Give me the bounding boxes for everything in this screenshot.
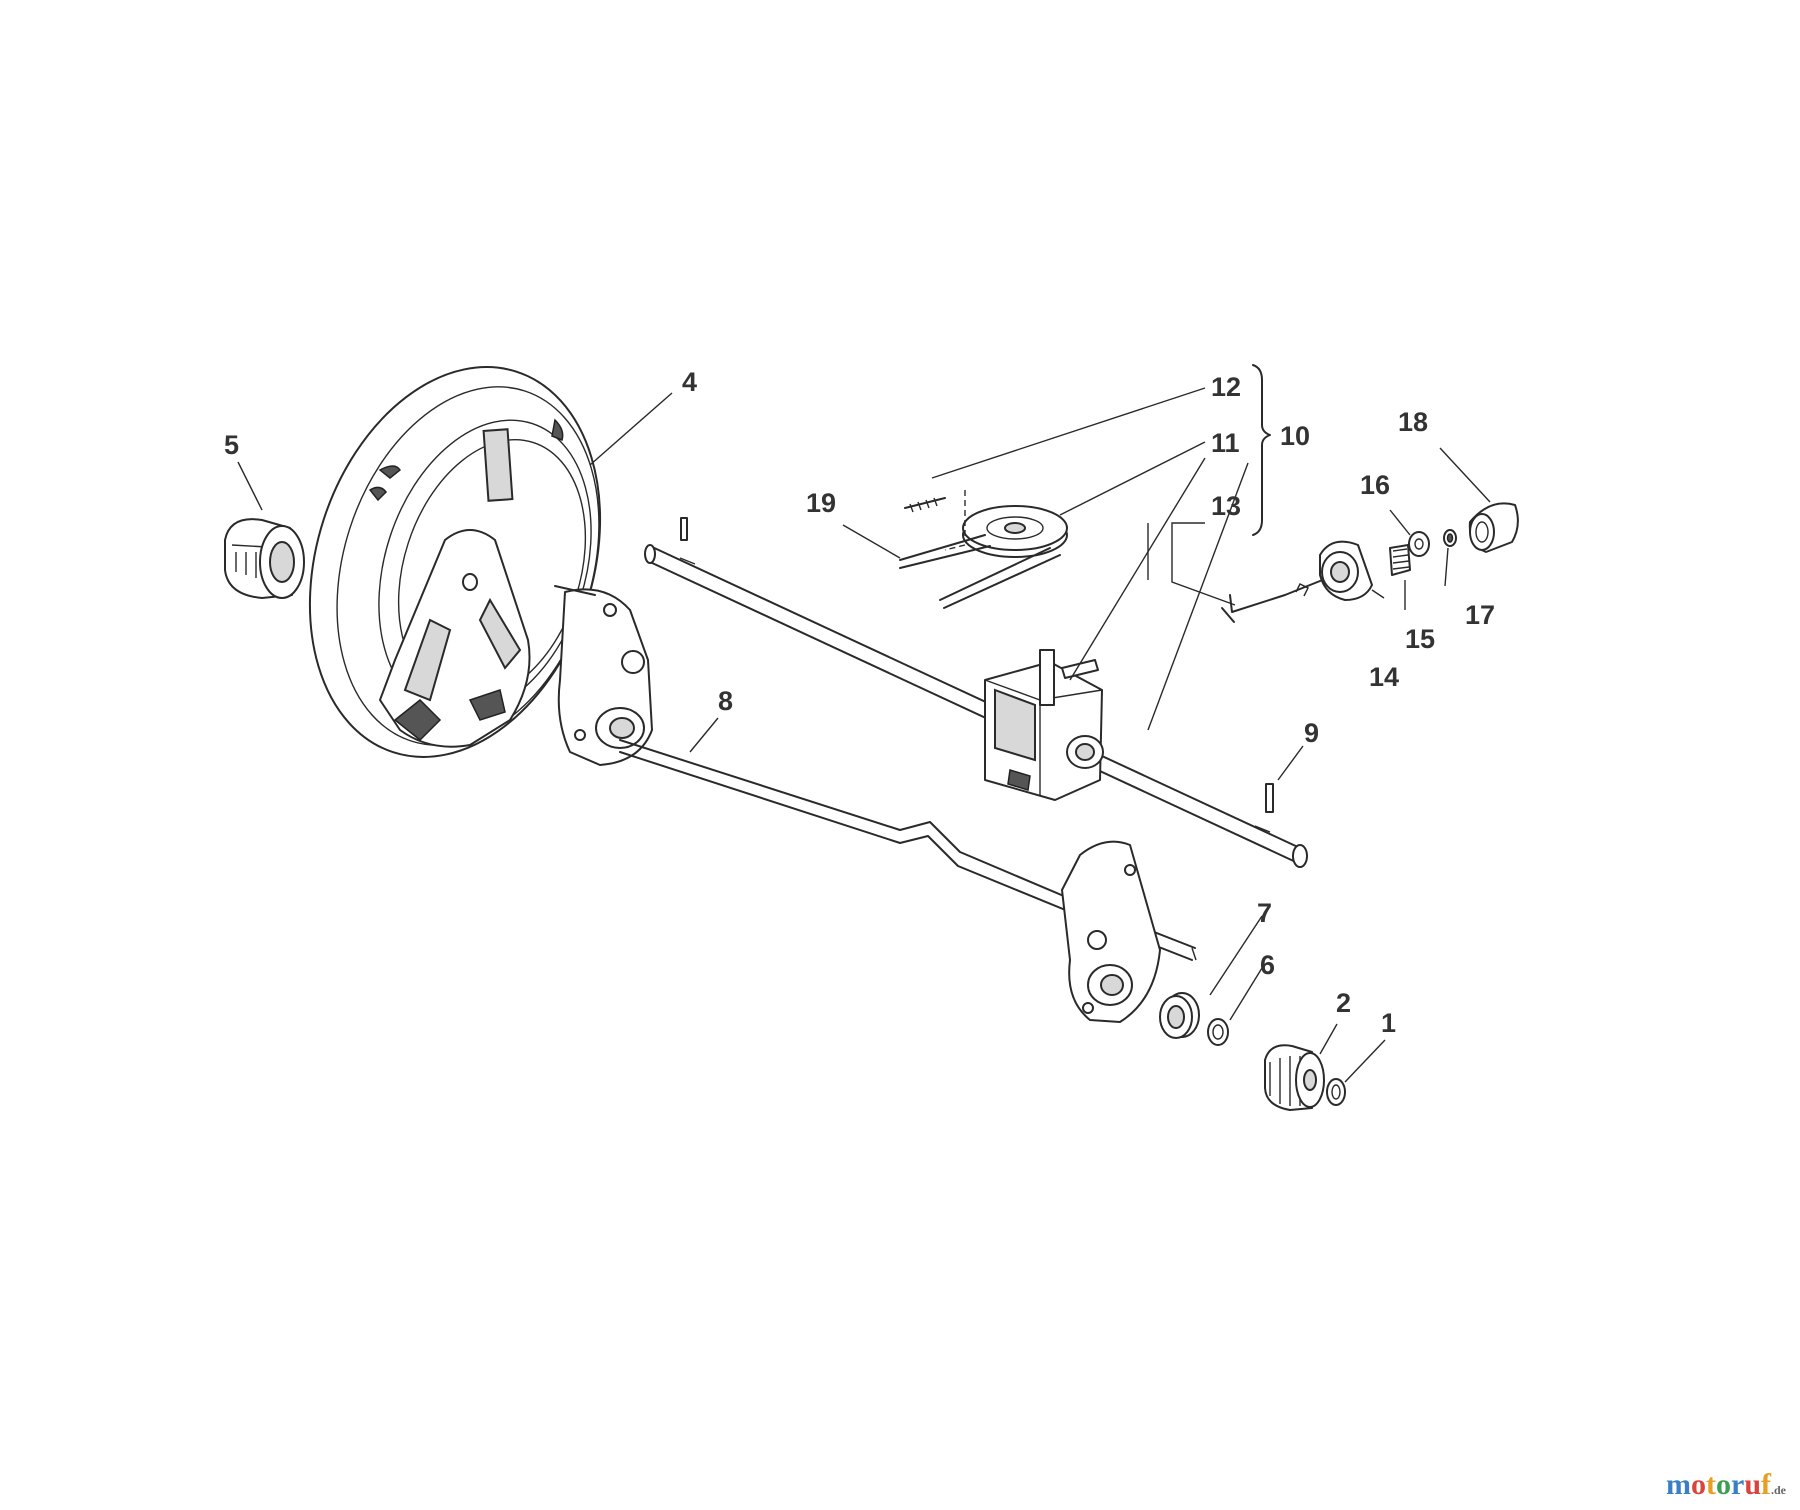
callout-4: 4 [682,367,697,397]
washer-part-6 [1207,1018,1229,1046]
rod-part-13 [1221,574,1336,623]
key-part-9 [1265,783,1274,813]
right-bracket [1061,840,1161,1023]
watermark-letter: u [1744,1468,1761,1501]
callout-5: 5 [224,430,239,460]
nut-part-17 [1443,529,1457,547]
left-bracket [554,585,653,766]
callout-7: 7 [1257,898,1272,928]
watermark-suffix: .de [1771,1483,1786,1497]
watermark-logo: motoruf.de [1666,1468,1786,1502]
callout-11: 11 [1211,428,1240,458]
watermark-letter: o [1690,1468,1706,1501]
wheel-part-4 [308,366,602,758]
pinion-gear-part-2 [1264,1044,1325,1111]
callout-9: 9 [1304,718,1319,748]
callout-8: 8 [718,686,733,716]
callout-labels: 1 2 4 5 6 7 8 9 10 11 12 13 14 15 16 17 … [224,367,1495,1038]
callout-2: 2 [1336,988,1351,1018]
callout-18: 18 [1398,407,1428,437]
callout-6: 6 [1260,950,1275,980]
callout-10: 10 [1280,421,1310,451]
leader-lines [237,387,1491,1083]
watermark-letter: o [1715,1468,1731,1501]
cap-part-18 [1468,502,1519,553]
belt-part-19 [899,490,1061,609]
spring-part-15 [1389,544,1411,576]
callout-16: 16 [1360,470,1390,500]
callout-12: 12 [1211,372,1241,402]
spring-part-12 [904,497,946,513]
group-brace-10 [1252,364,1271,536]
watermark-letter: t [1705,1468,1716,1501]
watermark-letter: r [1730,1468,1745,1501]
callout-14: 14 [1369,662,1399,692]
circlip-part-1 [1326,1078,1346,1106]
callout-13: 13 [1211,491,1241,521]
callout-1: 1 [1381,1008,1396,1038]
bearing-part-7 [1159,992,1200,1039]
pin-top [680,517,688,541]
gearbox [984,649,1104,801]
hub-cap-part-5 [224,518,305,599]
drive-shaft [644,544,1308,868]
callout-15: 15 [1405,624,1435,654]
callout-19: 19 [806,488,836,518]
watermark-letter: m [1665,1468,1691,1501]
washer-part-16 [1408,531,1430,557]
watermark-letter: f [1761,1468,1771,1501]
callout-17: 17 [1465,600,1495,630]
adjuster-part-14 [1319,540,1373,601]
